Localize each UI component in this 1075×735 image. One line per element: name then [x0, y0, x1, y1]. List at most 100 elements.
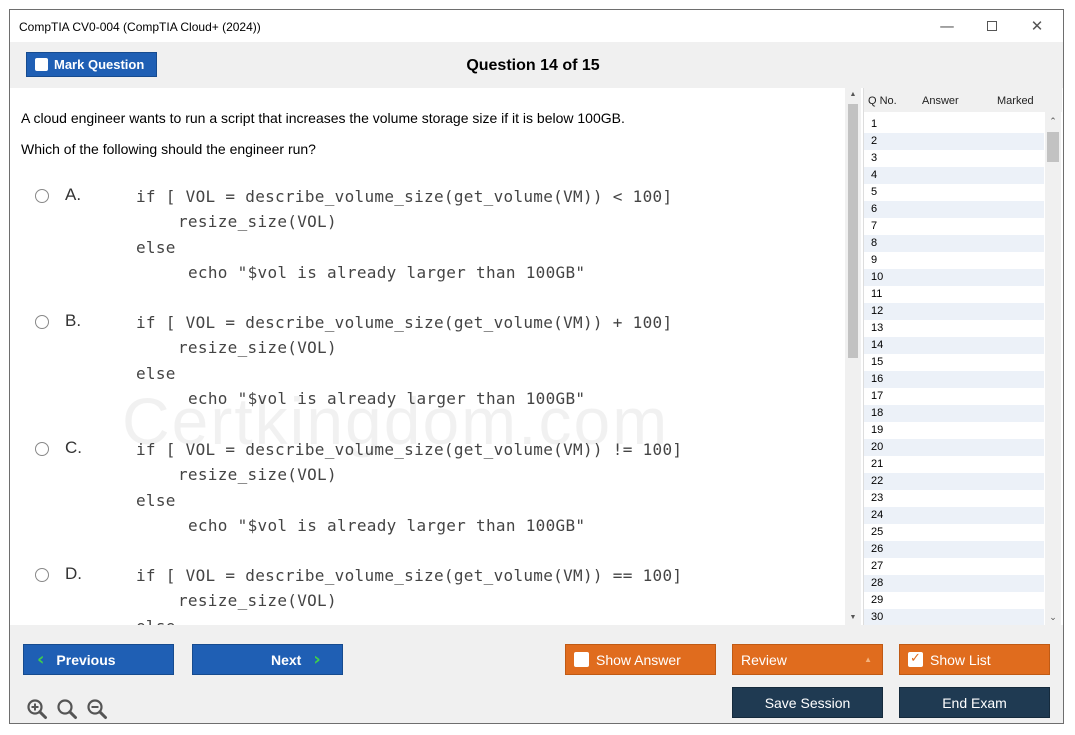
question-list-row[interactable]: 29 [864, 592, 1044, 609]
list-scroll-thumb[interactable] [1047, 132, 1059, 162]
minimize-icon[interactable]: — [939, 17, 955, 35]
option-a-line-2: resize_size(VOL) [178, 212, 337, 231]
question-list-row[interactable]: 8 [864, 235, 1044, 252]
option-d-line-2: resize_size(VOL) [178, 591, 337, 610]
window-title: CompTIA CV0-004 (CompTIA Cloud+ (2024)) [19, 20, 261, 34]
option-b-line-1: if [ VOL = describe_volume_size(get_volu… [136, 313, 673, 332]
question-list-row[interactable]: 6 [864, 201, 1044, 218]
question-number: 7 [871, 220, 878, 232]
show-list-button[interactable]: ✓ Show List [899, 644, 1050, 675]
question-list-scrollbar[interactable]: ⌃ ⌄ [1045, 112, 1061, 625]
question-number: 14 [871, 339, 884, 351]
question-title: Question 14 of 15 [466, 57, 600, 74]
question-list-row[interactable]: 16 [864, 371, 1044, 388]
content-scroll-thumb[interactable] [848, 104, 858, 358]
end-exam-label: End Exam [942, 694, 1007, 711]
close-icon[interactable]: ✕ [1030, 17, 1044, 35]
option-b-line-2: resize_size(VOL) [178, 338, 337, 357]
scroll-up-icon[interactable]: ▲ [849, 91, 857, 98]
question-number: 25 [871, 526, 884, 538]
chevron-up-icon: ▲ [864, 655, 872, 664]
next-button[interactable]: Next › [192, 644, 343, 675]
question-list-row[interactable]: 3 [864, 150, 1044, 167]
option-b-radio[interactable] [35, 315, 49, 329]
question-list-row[interactable]: 4 [864, 167, 1044, 184]
question-list-row[interactable]: 27 [864, 558, 1044, 575]
option-d-line-3: else [136, 617, 176, 625]
maximize-icon[interactable] [972, 14, 1012, 38]
question-number: 6 [871, 203, 878, 215]
question-list-row[interactable]: 21 [864, 456, 1044, 473]
option-c-radio[interactable] [35, 442, 49, 456]
question-list-row[interactable]: 13 [864, 320, 1044, 337]
question-stem: A cloud engineer wants to run a script t… [21, 110, 625, 126]
option-b-line-4: echo "$vol is already larger than 100GB" [188, 389, 586, 408]
question-list-row[interactable]: 5 [864, 184, 1044, 201]
question-list-row[interactable]: 22 [864, 473, 1044, 490]
mark-question-button[interactable]: Mark Question [26, 52, 157, 77]
question-list-row[interactable]: 1 [864, 116, 1044, 133]
save-session-button[interactable]: Save Session [732, 687, 883, 718]
end-exam-button[interactable]: End Exam [899, 687, 1050, 718]
question-number: 27 [871, 560, 884, 572]
question-list-row[interactable]: 14 [864, 337, 1044, 354]
show-answer-label: Show Answer [596, 651, 681, 668]
option-a-line-1: if [ VOL = describe_volume_size(get_volu… [136, 187, 673, 206]
option-c-line-4: echo "$vol is already larger than 100GB" [188, 516, 586, 535]
scroll-down-icon[interactable]: ▼ [849, 614, 857, 621]
title-bar: CompTIA CV0-004 (CompTIA Cloud+ (2024)) … [10, 10, 1063, 42]
question-list-row[interactable]: 26 [864, 541, 1044, 558]
previous-button[interactable]: ‹ Previous [23, 644, 174, 675]
question-list-row[interactable]: 10 [864, 269, 1044, 286]
question-list-row[interactable]: 24 [864, 507, 1044, 524]
question-list-row[interactable]: 30 [864, 609, 1044, 626]
zoom-in-icon[interactable] [26, 698, 48, 720]
mark-question-label: Mark Question [54, 57, 145, 72]
option-c-line-1: if [ VOL = describe_volume_size(get_volu… [136, 440, 683, 459]
question-list-row[interactable]: 19 [864, 422, 1044, 439]
list-scroll-up-icon[interactable]: ⌃ [1049, 116, 1057, 126]
footer-bar: ‹ Previous Next › Show Answer Review ▲ ✓… [10, 625, 1063, 723]
option-a-radio[interactable] [35, 189, 49, 203]
zoom-reset-icon[interactable] [56, 698, 78, 720]
checkbox-icon [35, 58, 48, 71]
question-number: 22 [871, 475, 884, 487]
question-number: 4 [871, 169, 878, 181]
question-list-row[interactable]: 17 [864, 388, 1044, 405]
question-list-row[interactable]: 25 [864, 524, 1044, 541]
question-number: 8 [871, 237, 878, 249]
question-number: 17 [871, 390, 884, 402]
review-label: Review [741, 651, 787, 668]
question-list-row[interactable]: 15 [864, 354, 1044, 371]
option-b-letter: B. [65, 311, 82, 330]
question-number: 24 [871, 509, 884, 521]
question-list-row[interactable]: 18 [864, 405, 1044, 422]
question-list-row[interactable]: 11 [864, 286, 1044, 303]
show-answer-button[interactable]: Show Answer [565, 644, 716, 675]
list-scroll-down-icon[interactable]: ⌄ [1049, 612, 1057, 622]
question-list-row[interactable]: 2 [864, 133, 1044, 150]
zoom-out-icon[interactable] [86, 698, 108, 720]
question-list-row[interactable]: 23 [864, 490, 1044, 507]
option-d-radio[interactable] [35, 568, 49, 582]
option-c-line-2: resize_size(VOL) [178, 465, 337, 484]
previous-label: Previous [56, 651, 116, 668]
col-marked: Marked [997, 95, 1034, 107]
question-prompt: Which of the following should the engine… [21, 141, 316, 157]
option-a-line-3: else [136, 238, 176, 257]
question-number: 30 [871, 611, 884, 623]
question-number: 10 [871, 271, 884, 283]
question-list-row[interactable]: 7 [864, 218, 1044, 235]
review-dropdown[interactable]: Review ▲ [732, 644, 883, 675]
show-list-checkbox-icon[interactable]: ✓ [908, 652, 923, 667]
show-answer-checkbox-icon[interactable] [574, 652, 589, 667]
question-list-row[interactable]: 20 [864, 439, 1044, 456]
question-list-row[interactable]: 12 [864, 303, 1044, 320]
question-list-row[interactable]: 28 [864, 575, 1044, 592]
question-number: 3 [871, 152, 878, 164]
question-list-row[interactable]: 9 [864, 252, 1044, 269]
question-number: 16 [871, 373, 884, 385]
col-qno: Q No. [868, 95, 897, 107]
content-scrollbar[interactable]: ▲ ▼ [845, 88, 861, 625]
